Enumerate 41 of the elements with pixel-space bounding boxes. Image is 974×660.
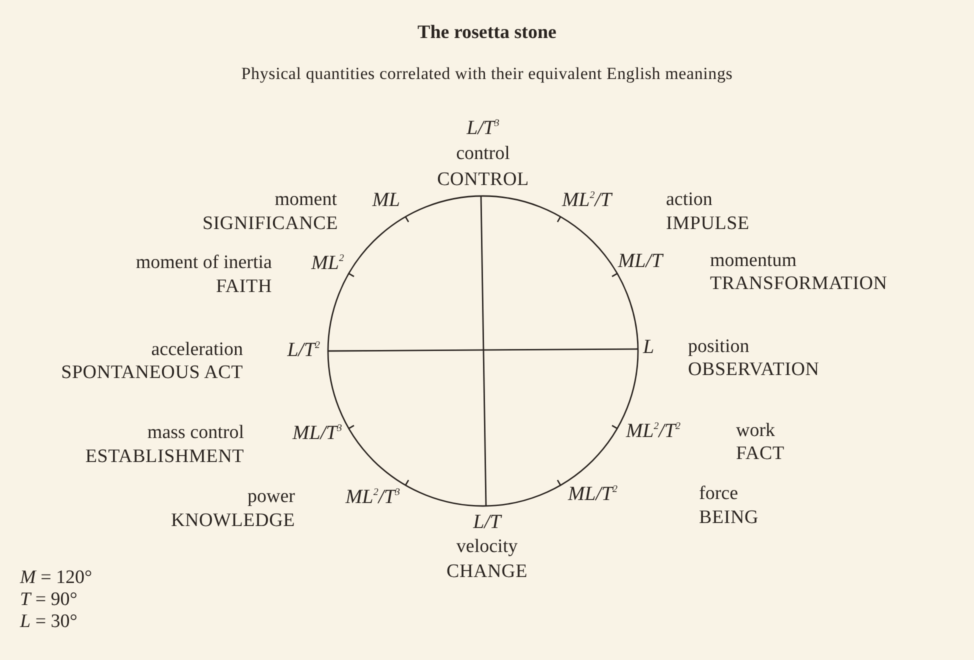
dimension-formula: ML/T$^{3}$ [292, 422, 342, 444]
quantity-name: position [688, 336, 750, 358]
quantity-name: momentum [710, 250, 797, 272]
legend-equation: L = 30° [20, 611, 78, 633]
quantity-name: moment [274, 189, 337, 211]
quantity-name: force [699, 483, 738, 505]
legend-equation: T = 90° [20, 589, 78, 611]
meaning-label: OBSERVATION [688, 359, 820, 381]
quantity-name: acceleration [151, 339, 243, 361]
quantity-name: moment of inertia [136, 252, 272, 274]
dimension-formula: ML/T [618, 250, 662, 272]
dimension-formula: ML/T$^{2}$ [568, 483, 618, 505]
quantity-name: mass control [147, 422, 244, 444]
dimension-formula: L/T [473, 511, 501, 533]
meaning-label: SIGNIFICANCE [202, 213, 338, 235]
quantity-name: work [736, 420, 776, 442]
dimension-formula: L [643, 336, 654, 358]
quantity-name: action [666, 189, 712, 211]
dimension-formula: ML$^{2}$/T [562, 189, 612, 211]
meaning-label: ESTABLISHMENT [85, 446, 244, 468]
dimension-formula: ML$^{2}$/T$^{2}$ [626, 420, 680, 442]
meaning-label: FAITH [216, 276, 272, 298]
meaning-label: BEING [699, 507, 759, 529]
meaning-label: TRANSFORMATION [710, 273, 888, 295]
dimension-formula: L/T$^{3}$ [466, 117, 500, 139]
dimension-formula: ML [372, 189, 400, 211]
quantity-name: control [456, 143, 510, 165]
dimension-formula: ML$^{2}$/T$^{3}$ [346, 486, 400, 508]
meaning-label: CONTROL [437, 169, 529, 191]
dimension-formula: ML$^{2}$ [311, 252, 344, 274]
subtitle: Physical quantities correlated with their equivalent English meanings [240, 64, 734, 84]
meaning-label: FACT [736, 443, 784, 465]
meaning-label: IMPULSE [666, 213, 750, 235]
quantity-name: velocity [456, 536, 518, 558]
meaning-label: KNOWLEDGE [170, 510, 295, 532]
dimension-formula: L/T$^{2}$ [287, 339, 320, 361]
legend-equation: M = 120° [20, 567, 92, 589]
meaning-label: SPONTANEOUS ACT [61, 362, 243, 384]
meaning-label: CHANGE [446, 561, 528, 583]
title: The rosetta stone [416, 22, 558, 44]
quantity-name: power [248, 486, 295, 508]
